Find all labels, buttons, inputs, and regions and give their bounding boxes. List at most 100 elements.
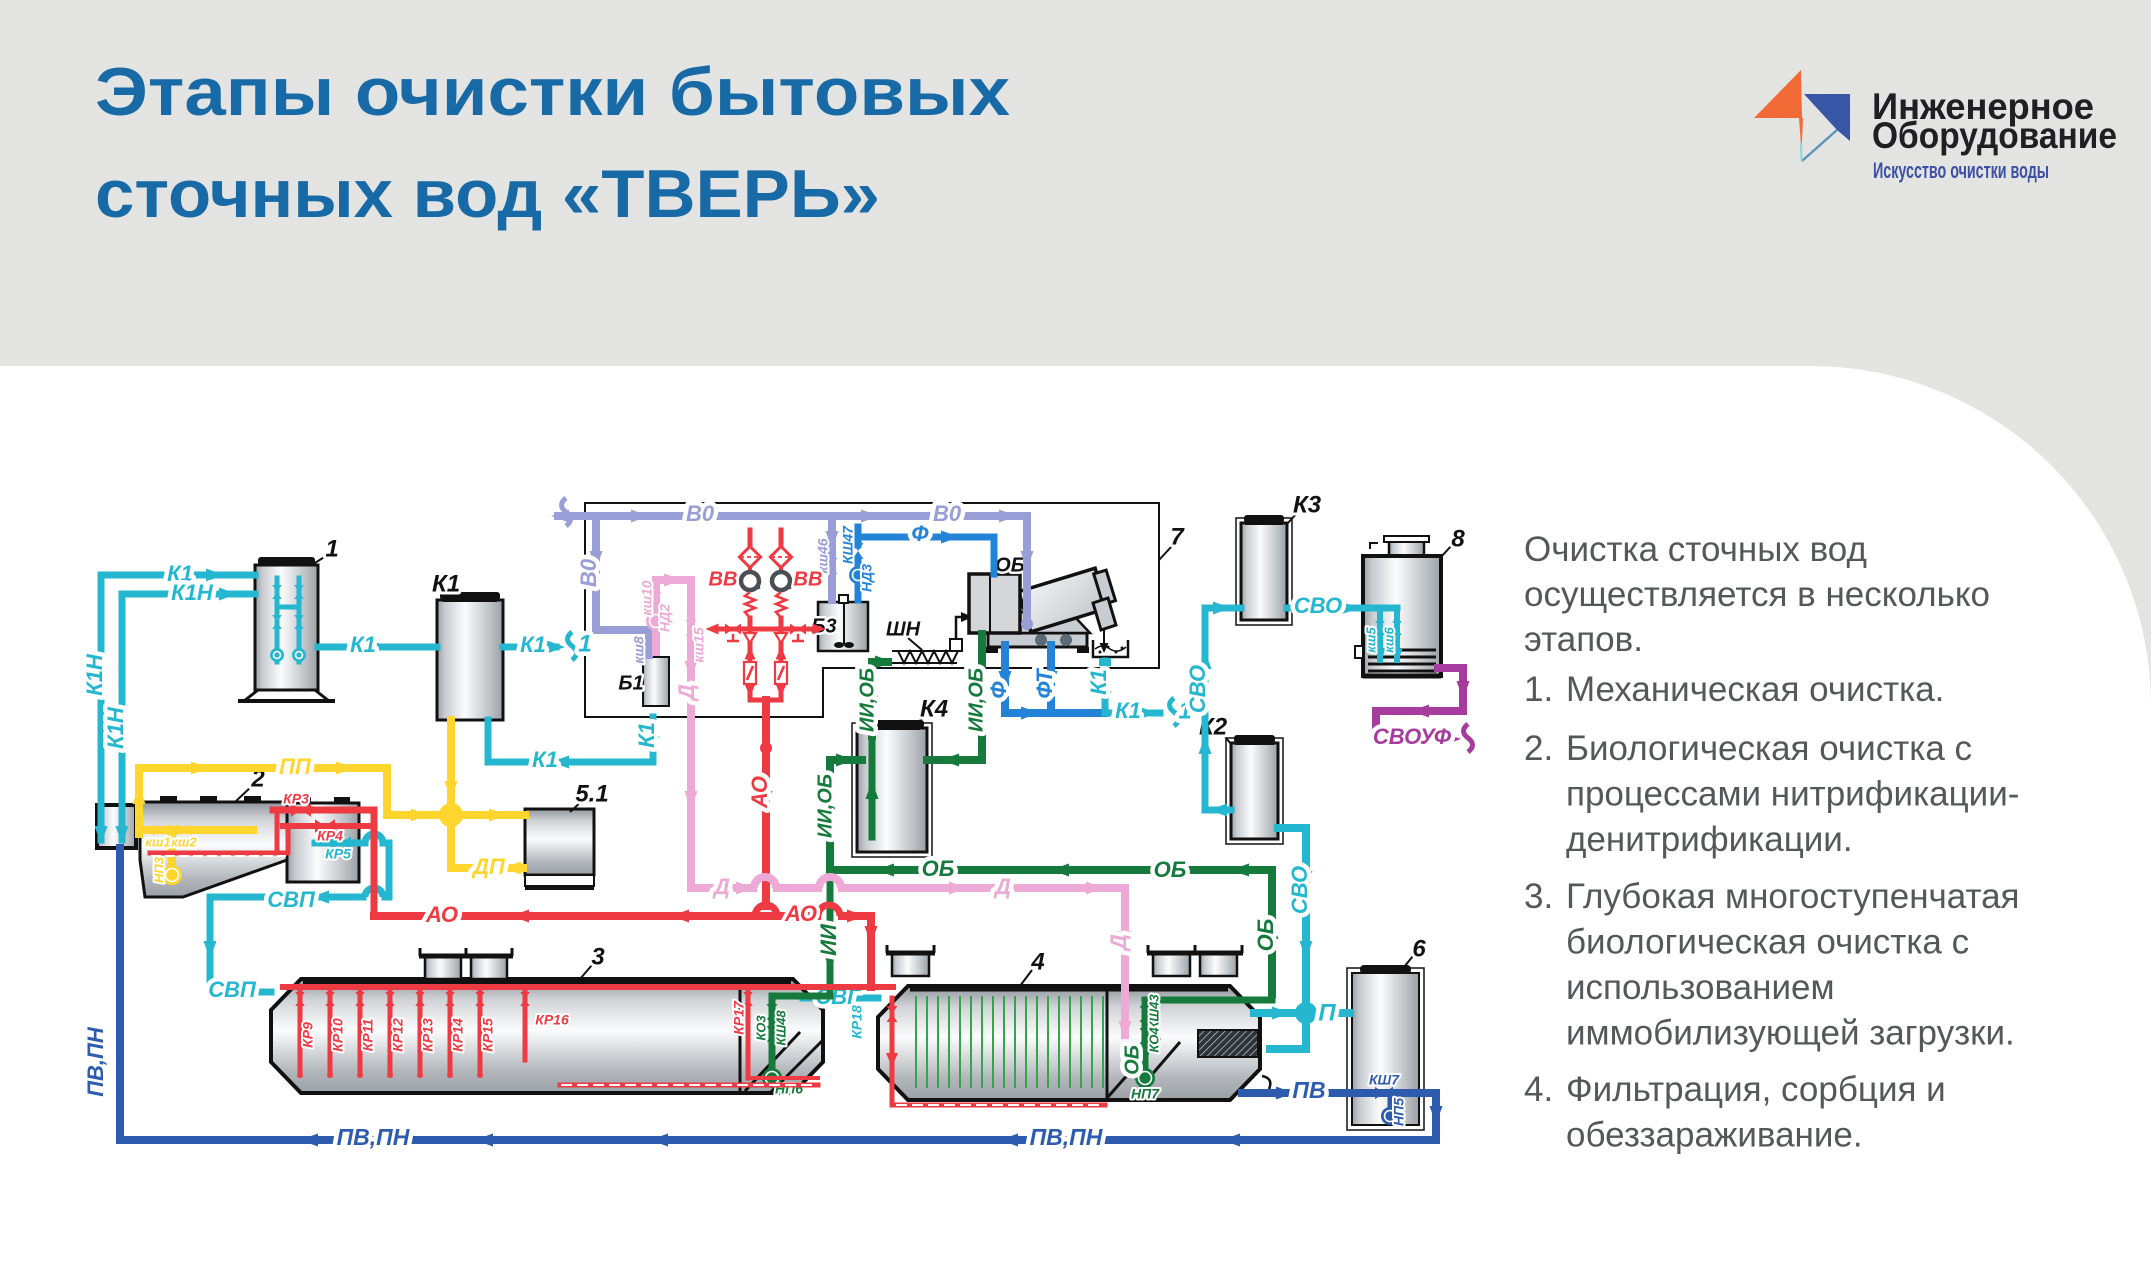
svg-text:КШ48: КШ48: [773, 1010, 788, 1046]
svg-text:обеззараживание.: обеззараживание.: [1566, 1116, 1863, 1155]
svg-text:Д: Д: [674, 684, 699, 702]
svg-text:КР13: КР13: [420, 1018, 436, 1052]
svg-text:кш1: кш1: [145, 834, 170, 849]
svg-text:СВП: СВП: [208, 977, 257, 1002]
svg-text:кш6: кш6: [1381, 627, 1396, 653]
svg-text:6: 6: [1412, 935, 1426, 962]
svg-text:4: 4: [1030, 948, 1044, 975]
svg-text:Очистка сточных вод: Очистка сточных вод: [1524, 530, 1867, 569]
svg-text:К1: К1: [432, 570, 460, 597]
svg-text:1: 1: [325, 535, 338, 562]
svg-text:кш10: кш10: [639, 580, 655, 615]
svg-text:Этапы очистки бытовых: Этапы очистки бытовых: [95, 54, 1010, 130]
svg-text:ОБ: ОБ: [1121, 1045, 1143, 1075]
svg-text:СВО: СВО: [1294, 593, 1342, 618]
svg-text:1.: 1.: [1524, 670, 1553, 709]
svg-text:ПВ,ПН: ПВ,ПН: [337, 1124, 410, 1150]
svg-text:КР3: КР3: [283, 791, 309, 807]
svg-text:НД2: НД2: [657, 604, 673, 632]
svg-text:Ф: Ф: [911, 521, 929, 546]
svg-text:К1: К1: [532, 747, 558, 772]
svg-text:ПП: ПП: [279, 754, 312, 779]
svg-text:процессами нитрификации-: процессами нитрификации-: [1566, 775, 2019, 814]
svg-text:4.: 4.: [1524, 1070, 1553, 1109]
svg-text:Искусство очистки воды: Искусство очистки воды: [1873, 158, 2049, 183]
svg-text:ВВ: ВВ: [794, 568, 823, 590]
svg-text:Д: Д: [1106, 934, 1131, 952]
svg-text:КР11: КР11: [360, 1019, 376, 1052]
svg-text:К1Н: К1Н: [82, 653, 107, 696]
svg-text:кш8: кш8: [631, 636, 647, 664]
svg-text:кш2: кш2: [171, 834, 197, 849]
svg-text:ОБ: ОБ: [1253, 919, 1278, 952]
svg-text:В0: В0: [686, 501, 715, 526]
svg-text:К3: К3: [1293, 491, 1322, 518]
svg-text:КР15: КР15: [480, 1018, 496, 1052]
svg-text:КО4: КО4: [1146, 1027, 1161, 1053]
svg-text:ОБ: ОБ: [922, 856, 955, 881]
svg-text:К1: К1: [350, 632, 376, 657]
svg-text:этапов.: этапов.: [1524, 620, 1643, 659]
svg-text:КШ47: КШ47: [840, 525, 856, 564]
svg-text:1: 1: [1178, 697, 1191, 724]
svg-text:КР17: КР17: [731, 1000, 747, 1035]
svg-text:НД3: НД3: [859, 564, 875, 592]
svg-text:СВО: СВО: [1287, 866, 1312, 914]
svg-text:СВОУФ: СВОУФ: [1373, 724, 1452, 749]
svg-text:КР18: КР18: [849, 1005, 865, 1039]
svg-text:Д: Д: [993, 874, 1011, 899]
svg-text:ВВ: ВВ: [709, 568, 738, 590]
svg-text:НП3: НП3: [151, 856, 166, 883]
svg-text:3.: 3.: [1524, 877, 1553, 916]
svg-text:ПВ,ПН: ПВ,ПН: [83, 1026, 108, 1097]
svg-text:использованием: использованием: [1566, 968, 1835, 1007]
svg-text:К1: К1: [520, 632, 546, 657]
svg-text:кш15: кш15: [691, 627, 707, 662]
svg-text:7: 7: [1170, 523, 1185, 550]
svg-text:сточных вод «ТВЕРЬ»: сточных вод «ТВЕРЬ»: [95, 156, 880, 232]
svg-text:иммобилизующей загрузки.: иммобилизующей загрузки.: [1566, 1014, 2015, 1053]
svg-text:СВП: СВП: [267, 887, 316, 912]
svg-text:ИИ,ОБ: ИИ,ОБ: [814, 774, 836, 838]
svg-text:Ф: Ф: [986, 681, 1011, 699]
svg-text:кш5: кш5: [1363, 627, 1378, 653]
svg-text:Фильтрация, сорбция и: Фильтрация, сорбция и: [1566, 1070, 1946, 1109]
svg-text:СВО: СВО: [1185, 665, 1210, 713]
svg-text:ОБ: ОБ: [995, 554, 1025, 576]
svg-text:В0: В0: [933, 501, 962, 526]
svg-text:КР5: КР5: [325, 846, 351, 862]
svg-text:К1: К1: [167, 561, 193, 586]
svg-text:ОБ: ОБ: [1154, 857, 1187, 882]
svg-text:2.: 2.: [1524, 729, 1553, 768]
svg-text:КР12: КР12: [390, 1018, 406, 1052]
svg-text:АО: АО: [425, 902, 458, 927]
svg-text:В0: В0: [576, 558, 601, 587]
svg-text:Глубокая многоступенчатая: Глубокая многоступенчатая: [1566, 877, 2020, 916]
svg-text:КР9: КР9: [300, 1022, 316, 1048]
svg-text:ПВ,ПН: ПВ,ПН: [1030, 1124, 1103, 1150]
svg-text:ИИ: ИИ: [816, 923, 841, 956]
svg-text:КР16: КР16: [535, 1012, 569, 1028]
svg-text:ПВ: ПВ: [1292, 1077, 1325, 1103]
svg-text:осуществляется в несколько: осуществляется в несколько: [1524, 575, 1990, 614]
svg-text:Д: Д: [712, 874, 730, 899]
svg-text:П: П: [1318, 999, 1336, 1026]
svg-text:НП7: НП7: [1131, 1086, 1160, 1102]
svg-text:денитрификации.: денитрификации.: [1566, 820, 1853, 859]
svg-text:КР10: КР10: [330, 1018, 346, 1052]
svg-text:Б1: Б1: [618, 672, 643, 694]
svg-text:5.1: 5.1: [575, 780, 608, 807]
svg-text:Оборудование: Оборудование: [1872, 115, 2117, 156]
svg-text:НП5: НП5: [1391, 1098, 1407, 1126]
svg-text:1: 1: [578, 630, 591, 657]
svg-text:кш46: кш46: [815, 538, 831, 573]
svg-text:ФТ: ФТ: [1032, 668, 1057, 699]
svg-text:КО3: КО3: [753, 1015, 768, 1041]
svg-text:КШ43: КШ43: [1146, 994, 1161, 1030]
svg-text:К1: К1: [634, 722, 659, 748]
svg-text:Механическая очистка.: Механическая очистка.: [1566, 670, 1944, 709]
svg-text:ШН: ШН: [886, 618, 921, 640]
svg-text:ИИ,ОБ: ИИ,ОБ: [965, 668, 987, 732]
svg-text:Инженерное: Инженерное: [1872, 86, 2094, 127]
svg-text:8: 8: [1451, 525, 1465, 552]
